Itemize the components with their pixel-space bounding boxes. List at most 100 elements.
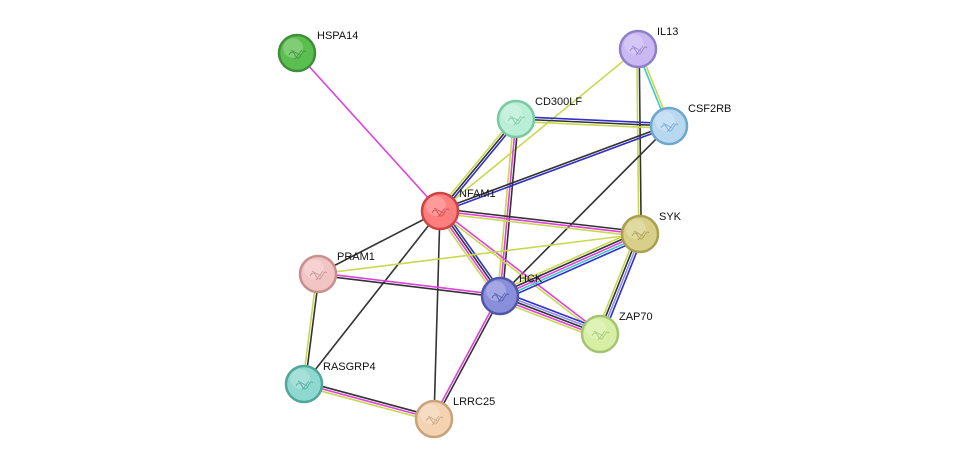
protein-structure-icon bbox=[491, 292, 510, 303]
node-zap70[interactable]: ZAP70 bbox=[580, 311, 653, 354]
edge-evidence-line bbox=[432, 294, 500, 420]
node-label: CSF2RB bbox=[688, 103, 731, 115]
node-hspa14[interactable]: HSPA14 bbox=[277, 30, 358, 73]
edge-evidence-line bbox=[302, 385, 435, 423]
node-highlight bbox=[290, 369, 310, 389]
node-label: NFAM1 bbox=[459, 188, 496, 200]
protein-structure-icon bbox=[425, 415, 444, 426]
node-lrrc25[interactable]: LRRC25 bbox=[414, 396, 495, 439]
edge-csf2rb-hck[interactable] bbox=[499, 125, 670, 297]
edge-evidence-line bbox=[501, 118, 520, 298]
edge-il13-nfam1[interactable] bbox=[439, 48, 639, 212]
node-highlight bbox=[624, 34, 644, 54]
edge-evidence-line bbox=[438, 124, 670, 211]
edge-evidence-line bbox=[501, 237, 643, 302]
edge-evidence-line bbox=[499, 125, 670, 297]
edge-evidence-line bbox=[317, 272, 501, 296]
edge-evidence-line bbox=[317, 210, 441, 275]
node-label: PRAM1 bbox=[337, 251, 375, 263]
node-pram1[interactable]: PRAM1 bbox=[298, 251, 375, 294]
edge-hck-pram1[interactable] bbox=[317, 272, 501, 298]
node-label: SYK bbox=[659, 211, 682, 223]
edge-evidence-line bbox=[439, 209, 602, 334]
node-highlight bbox=[426, 196, 446, 216]
edge-evidence-line bbox=[433, 210, 441, 420]
node-highlight bbox=[586, 319, 606, 339]
edge-evidence-line bbox=[438, 211, 601, 336]
edge-syk-hck[interactable] bbox=[497, 228, 643, 302]
edge-evidence-line bbox=[441, 119, 519, 214]
edge-evidence-line bbox=[317, 233, 641, 275]
protein-structure-icon bbox=[288, 49, 307, 60]
edge-rasgrp4-lrrc25[interactable] bbox=[302, 380, 436, 423]
node-label: RASGRP4 bbox=[323, 361, 376, 373]
edge-evidence-line bbox=[497, 228, 639, 293]
node-syk[interactable]: SYK bbox=[620, 211, 682, 254]
edge-nfam1-zap70[interactable] bbox=[438, 209, 602, 336]
edge-cd300lf-hck[interactable] bbox=[496, 117, 520, 298]
edge-evidence-line bbox=[496, 117, 515, 297]
edge-evidence-line bbox=[636, 48, 640, 235]
node-label: HCK bbox=[519, 273, 543, 285]
edge-evidence-line bbox=[439, 207, 642, 233]
node-hck[interactable]: HCK bbox=[480, 273, 543, 316]
protein-structure-icon bbox=[295, 380, 314, 391]
node-highlight bbox=[626, 219, 646, 239]
protein-structure-icon bbox=[591, 330, 610, 341]
protein-structure-icon bbox=[629, 45, 648, 56]
edge-nfam1-pram1[interactable] bbox=[317, 210, 441, 275]
protein-structure-icon bbox=[309, 270, 328, 281]
edge-nfam1-rasgrp4[interactable] bbox=[303, 210, 441, 385]
node-highlight bbox=[304, 259, 324, 279]
edge-evidence-line bbox=[434, 295, 502, 421]
node-il13[interactable]: IL13 bbox=[618, 26, 678, 69]
edge-hspa14-nfam1[interactable] bbox=[296, 52, 441, 212]
edge-syk-pram1[interactable] bbox=[317, 233, 641, 275]
node-cd300lf[interactable]: CD300LF bbox=[496, 96, 582, 139]
edge-evidence-line bbox=[439, 210, 641, 235]
edge-evidence-line bbox=[439, 118, 517, 212]
edge-nfam1-syk[interactable] bbox=[438, 207, 642, 238]
edge-evidence-line bbox=[439, 48, 639, 212]
edge-evidence-line bbox=[515, 120, 670, 130]
node-highlight bbox=[486, 281, 506, 301]
node-rasgrp4[interactable]: RASGRP4 bbox=[284, 361, 376, 404]
edge-evidence-line bbox=[437, 116, 515, 211]
edge-il13-syk[interactable] bbox=[636, 48, 642, 235]
edge-evidence-line bbox=[303, 380, 436, 418]
edge-evidence-line bbox=[303, 383, 435, 420]
edge-cd300lf-nfam1[interactable] bbox=[437, 116, 519, 214]
node-label: HSPA14 bbox=[317, 30, 358, 42]
edge-cd300lf-csf2rb[interactable] bbox=[515, 115, 670, 130]
edge-evidence-line bbox=[303, 210, 441, 385]
edge-evidence-line bbox=[317, 274, 501, 298]
edge-evidence-line bbox=[515, 118, 670, 127]
edge-evidence-line bbox=[500, 235, 642, 299]
protein-structure-icon bbox=[660, 122, 679, 133]
edge-nfam1-lrrc25[interactable] bbox=[433, 210, 441, 420]
protein-structure-icon bbox=[631, 230, 650, 241]
node-highlight bbox=[502, 104, 522, 124]
node-highlight bbox=[283, 38, 303, 58]
edge-csf2rb-nfam1[interactable] bbox=[438, 124, 671, 213]
node-label: CD300LF bbox=[535, 96, 582, 108]
edge-evidence-line bbox=[638, 48, 642, 235]
edge-evidence-line bbox=[439, 126, 671, 213]
node-label: ZAP70 bbox=[619, 311, 653, 323]
edge-evidence-line bbox=[499, 233, 641, 297]
node-csf2rb[interactable]: CSF2RB bbox=[649, 103, 731, 146]
node-label: IL13 bbox=[657, 26, 678, 38]
edge-evidence-line bbox=[498, 231, 640, 295]
edge-evidence-line bbox=[438, 212, 641, 238]
edge-hck-lrrc25[interactable] bbox=[432, 294, 502, 421]
edge-evidence-line bbox=[296, 52, 441, 212]
protein-structure-icon bbox=[431, 207, 450, 218]
node-nfam1[interactable]: NFAM1 bbox=[420, 188, 496, 231]
protein-structure-icon bbox=[507, 115, 526, 126]
node-highlight bbox=[655, 111, 675, 131]
edge-evidence-line bbox=[515, 115, 670, 125]
node-highlight bbox=[420, 404, 440, 424]
edge-evidence-line bbox=[499, 118, 517, 297]
